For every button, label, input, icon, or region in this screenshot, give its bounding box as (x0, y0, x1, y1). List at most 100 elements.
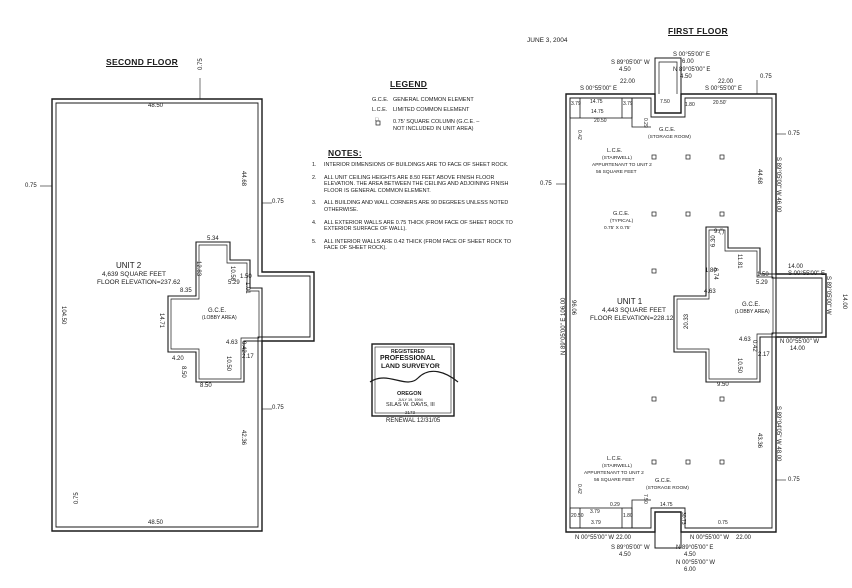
stamp-number: 2173 (405, 410, 416, 415)
unit2-lobby-label: G.C.E. (208, 308, 227, 314)
dim: 1.50 (757, 272, 769, 278)
dim: 20.50' (713, 100, 727, 106)
unit2-elevation: FLOOR ELEVATION=237.62 (97, 279, 181, 286)
unit2-lobby-sub: (LOBBY AREA) (202, 315, 237, 321)
note-item: 4.ALL EXTERIOR WALLS ARE 0.75 THICK (FRO… (312, 219, 513, 233)
bearing: N 00°55'00" W (690, 535, 730, 541)
second-floor-lobby-outline (167, 241, 263, 383)
legend-desc: GENERAL COMMON ELEMENT (393, 97, 474, 103)
dim: 0.75 (718, 520, 728, 526)
notes-list: 1.INTERIOR DIMENSIONS OF BUILDINGS ARE T… (312, 162, 526, 258)
dim: 44.68 (240, 171, 246, 187)
dim: 8.35 (180, 288, 192, 294)
bearing-dist: 22.00 (616, 535, 632, 541)
dim: 3.79 (623, 101, 633, 107)
storage-top-sub: (STORAGE ROOM) (648, 135, 691, 140)
bearing: N 89°05'00" E (673, 67, 711, 73)
legend-desc: LIMITED COMMON ELEMENT (393, 107, 470, 113)
dim: 0.75 (788, 131, 800, 137)
dim: 6.30 (711, 235, 717, 247)
column-square-icon: □ (375, 117, 379, 123)
bearing-dist: 14.00 (788, 264, 804, 270)
lce-top-l3: 56 SQUARE FEET (596, 170, 637, 175)
storage-bot-label: G.C.E. (655, 478, 672, 484)
dim: 14.75 (590, 99, 603, 105)
bearing: S 89°04'05" W 48.00 (775, 406, 781, 462)
bearing-dist: 4.50 (684, 552, 696, 558)
bearing-dist: 22.00 (736, 535, 752, 541)
dim: 8.50 (180, 366, 186, 378)
dim: 12.83 (195, 261, 201, 277)
dim: 0.42 (751, 340, 757, 352)
bearing: N 89°05'00" E 106.00 (561, 297, 567, 355)
bearing: S 00°55'00" E (673, 52, 711, 58)
dim: 14.75 (591, 109, 604, 115)
dimension-leaders (40, 78, 786, 481)
legend-key: G.C.E. (372, 97, 389, 103)
dim: 0.75 (25, 183, 37, 189)
dim: 44.68 (756, 169, 762, 185)
unit2-area: 4,639 SQUARE FEET (102, 271, 166, 278)
stamp-line1: REGISTERED (391, 349, 425, 355)
bearing: S 89°05'00" W 46.00 (775, 157, 781, 213)
dim: 4.63 (704, 289, 716, 295)
dim: 10.50 (225, 356, 231, 372)
lce-bot-l3: 56 SQUARE FEET (594, 478, 635, 483)
legend-title: LEGEND (390, 79, 428, 89)
dim: 2.17 (242, 354, 254, 360)
dim: 0.42 (576, 484, 582, 494)
bearing: S 89°05'00" W (611, 60, 650, 66)
dim: 0.75 (760, 74, 772, 80)
first-floor-top-rooms (569, 97, 651, 128)
bearing-dist: 14.00 (841, 294, 847, 310)
dim: 0.75 (198, 58, 204, 70)
dim: 4.63 (226, 340, 238, 346)
dim: 0.42 (576, 130, 582, 140)
legend-desc: 0.75' SQUARE COLUMN (G.C.E. – (393, 119, 480, 125)
dim: 6.74 (712, 268, 718, 280)
dim: 43.36 (756, 433, 762, 449)
column-sub: (TYPICAL) (610, 219, 634, 224)
stamp-line3: LAND SURVEYOR (381, 363, 440, 370)
bearing: S 00°55'00" E (705, 86, 743, 92)
dim: 1.80 (685, 102, 695, 108)
bearing: S 89°05'00" W (825, 276, 831, 315)
storage-bot-sub: (STORAGE ROOM) (646, 486, 689, 491)
dim: 3.79 (590, 509, 600, 515)
dim: 2.17 (758, 352, 770, 358)
stamp-state: OREGON (397, 391, 422, 397)
dim: 104.50 (60, 306, 66, 325)
dim: 0.75 (788, 477, 800, 483)
stamp-date: JULY 19, 1994 (398, 398, 423, 402)
bearing: S 89°05'00" W (611, 545, 650, 551)
dim: 4.63 (739, 337, 751, 343)
lce-top-l2: APPURTENANT TO UNIT 2 (592, 163, 652, 168)
stamp-name: SILAS W. DAVIS, III (386, 402, 435, 408)
note-item: 3.ALL BUILDING AND WALL CORNERS ARE 90 D… (312, 200, 509, 213)
dim: 1.50 (240, 274, 252, 280)
lce-bot-label: L.C.E. (607, 456, 623, 462)
dim: 1.80 (705, 268, 717, 274)
unit1-lobby-sub: (LOBBY AREA) (735, 309, 770, 315)
dim: 0.29 (642, 118, 648, 128)
dim: 7.50 (642, 494, 648, 504)
bearing-dist: 4.50 (619, 67, 631, 73)
bearing-dist: 22.00 (620, 79, 636, 85)
first-floor-lobby-outline (673, 226, 777, 383)
dim: 0.29 (610, 502, 620, 508)
first-floor-bottom-notch (654, 532, 682, 549)
dim: 48.50 (148, 103, 164, 109)
dim: 8.50 (200, 383, 212, 389)
dim: 20.33 (684, 313, 690, 329)
dim: 14.75 (660, 502, 673, 508)
bearing-dist: 6.00 (682, 59, 694, 65)
unit1-elevation: FLOOR ELEVATION=228.12 (590, 315, 674, 322)
bearing-dist: 4.50 (619, 552, 631, 558)
dim: 20.50 (594, 118, 607, 124)
dim: 14.71 (158, 313, 164, 329)
surveyor-stamp (369, 343, 459, 417)
dim: 9.50 (717, 382, 729, 388)
legend-key: L.C.E. (372, 107, 388, 113)
